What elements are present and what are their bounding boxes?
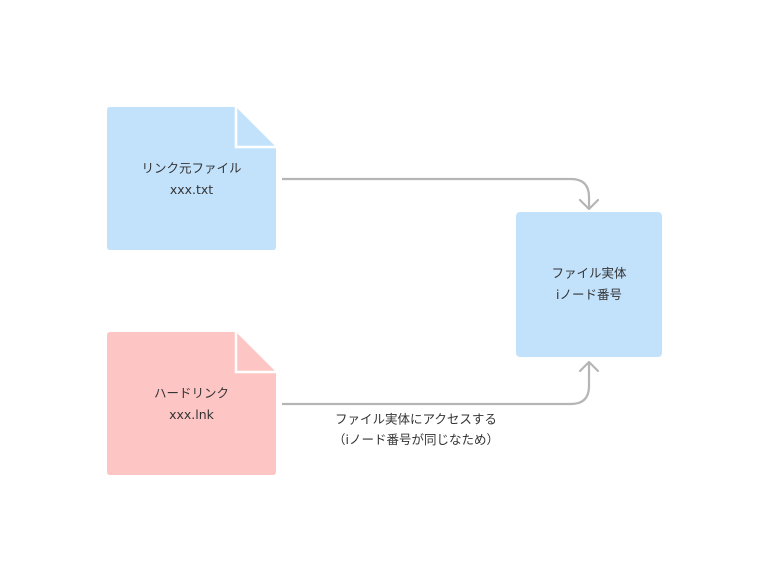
hard-link-filename: xxx.lnk <box>169 407 215 422</box>
edge-hardlink-to-entity-arrowhead <box>578 360 600 373</box>
entity-box <box>516 212 662 357</box>
inode-number-label: iノード番号 <box>556 287 622 302</box>
document-shape <box>107 332 276 475</box>
edge-hardlink-to-entity <box>282 362 591 406</box>
node-hard-link: ハードリンク xxx.lnk <box>107 332 276 475</box>
file-entity-label: ファイル実体 <box>551 266 627 281</box>
edge-label-line1: ファイル実体にアクセスする <box>335 412 497 427</box>
edge-label-line2: （iノード番号が同じなため） <box>333 432 499 447</box>
folded-corner <box>234 107 276 149</box>
hard-link-name-label: ハードリンク <box>154 386 229 401</box>
node-source-file: リンク元ファイル xxx.txt <box>107 107 276 250</box>
source-file-filename: xxx.txt <box>170 182 213 197</box>
folded-corner <box>234 332 276 374</box>
source-file-name-label: リンク元ファイル <box>141 161 241 176</box>
document-shape <box>107 107 276 250</box>
node-file-entity: ファイル実体 iノード番号 <box>516 212 662 357</box>
edge-source-to-entity-arrowhead <box>578 198 600 211</box>
edge-source-to-entity <box>282 177 591 209</box>
